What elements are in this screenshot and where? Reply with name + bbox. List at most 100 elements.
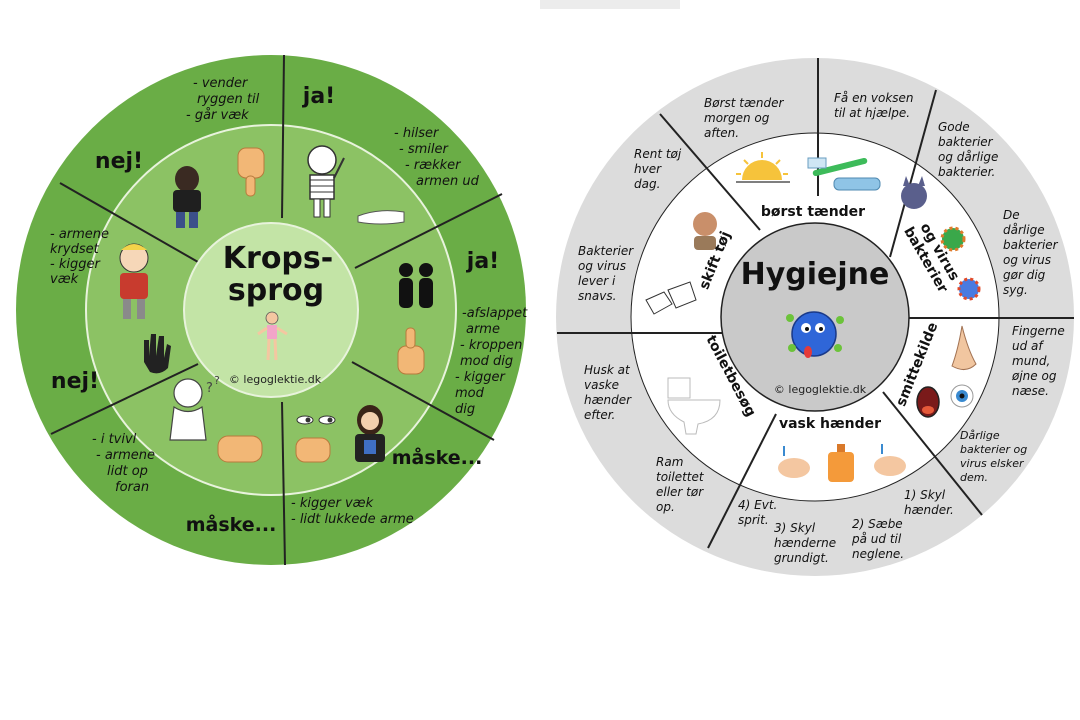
boy-back-figure-icon <box>173 166 201 228</box>
svg-text:- kroppen: - kroppen <box>460 338 522 353</box>
svg-text:Dårlige: Dårlige <box>960 429 1000 442</box>
washing-hands-icon <box>778 446 810 478</box>
open-hand-icon <box>357 210 405 225</box>
svg-text:Husk at: Husk at <box>584 363 631 377</box>
svg-text:hænderne: hænderne <box>774 536 836 550</box>
label-maaske-bottom: måske... <box>186 512 277 536</box>
svg-text:hænder: hænder <box>584 393 632 407</box>
outer-skift-b: Rent tøj hver dag. <box>634 147 682 191</box>
clothes-sock-icon <box>645 281 697 315</box>
svg-text:og virus: og virus <box>1003 253 1051 267</box>
blue-virus-icon <box>957 277 981 301</box>
svg-text:Ram: Ram <box>656 455 683 469</box>
crossed-arms-girl-icon <box>119 243 149 319</box>
svg-text:4) Evt.: 4) Evt. <box>738 498 777 512</box>
hygiejne-credit: © legoglektie.dk <box>774 383 867 396</box>
svg-text:neglene.: neglene. <box>852 547 904 561</box>
label-ja-right: ja! <box>466 249 499 274</box>
segment-borst-taender: børst tænder <box>761 204 865 220</box>
outer-borst-b: Få en voksen til at hjælpe. <box>834 91 914 120</box>
svg-text:morgen og: morgen og <box>704 111 770 125</box>
hygiejne-title: Hygiejne <box>741 257 890 292</box>
eyeball-icon <box>950 384 974 408</box>
svg-text:vaske: vaske <box>584 378 619 392</box>
svg-text:og virus: og virus <box>578 259 626 273</box>
svg-text:hænder.: hænder. <box>904 503 954 517</box>
outer-smitte-a: Fingerne ud af mund, øjne og næse. <box>1011 324 1065 398</box>
outer-bakt-b: De dårlige bakterier og virus gør dig sy… <box>1003 208 1059 297</box>
svg-text:op.: op. <box>656 500 675 514</box>
svg-text:arme: arme <box>466 322 500 337</box>
svg-text:- hilser: - hilser <box>394 126 440 141</box>
svg-text:øjne og: øjne og <box>1011 369 1057 383</box>
girl-figure-icon <box>257 311 288 361</box>
rinsing-hands-icon <box>874 444 906 476</box>
svg-text:armen ud: armen ud <box>416 174 480 189</box>
svg-text:- armene: - armene <box>50 227 109 242</box>
svg-text:Rent tøj: Rent tøj <box>634 147 682 161</box>
svg-text:bakterier og: bakterier og <box>960 443 1027 456</box>
svg-text:dig: dig <box>455 402 475 417</box>
top-edge-strip <box>540 0 680 9</box>
thumbs-up-icon <box>397 327 425 375</box>
svg-text:- kigger væk: - kigger væk <box>291 496 374 511</box>
svg-text:- i tvivl: - i tvivl <box>92 432 137 447</box>
svg-text:De: De <box>1003 208 1020 222</box>
outer-vask-4: 4) Evt. sprit. <box>738 498 777 527</box>
svg-text:dag.: dag. <box>634 177 660 191</box>
svg-text:virus elsker: virus elsker <box>960 457 1025 470</box>
outer-bakt-a: Gode bakterier og dårlige bakterier. <box>938 120 998 179</box>
kropssprog-wheel: Krops- sprog © legoglektie.dk nej! ja! j… <box>16 54 528 566</box>
svg-text:- rækker: - rækker <box>405 158 462 173</box>
outer-toilet-a: Ram toilettet eller tør op. <box>656 455 705 514</box>
svg-text:bakterier.: bakterier. <box>938 165 995 179</box>
svg-text:lever i: lever i <box>578 274 616 288</box>
svg-text:Få en voksen: Få en voksen <box>834 91 914 105</box>
kropssprog-title-line2: sprog <box>228 273 324 308</box>
label-nej-top: nej! <box>95 149 143 174</box>
svg-text:1) Skyl: 1) Skyl <box>904 488 946 502</box>
toothbrush-toothpaste-icon <box>807 157 881 191</box>
desc-top-left: - vender ryggen til - går væk <box>186 76 260 123</box>
soap-dispenser-icon <box>828 444 854 482</box>
svg-text:gør dig: gør dig <box>1003 268 1046 282</box>
outer-borst-a: Børst tænder morgen og aften. <box>704 96 785 140</box>
svg-text:til at hjælpe.: til at hjælpe. <box>834 106 910 120</box>
svg-text:dem.: dem. <box>960 471 988 484</box>
eyes-icon <box>296 415 336 425</box>
left-center-circle <box>183 222 359 398</box>
dirty-boy-icon <box>693 212 717 250</box>
svg-text:på ud til: på ud til <box>851 532 902 546</box>
svg-text:dårlige: dårlige <box>1003 223 1045 237</box>
outer-smitte-b: Dårlige bakterier og virus elsker dem. <box>960 429 1027 484</box>
hygiejne-wheel: Hygiejne © legoglektie.dk børst tænder b… <box>556 58 1074 576</box>
svg-text:bakterier: bakterier <box>1003 238 1059 252</box>
svg-text:2) Sæbe: 2) Sæbe <box>852 517 903 531</box>
svg-text:mod dig: mod dig <box>460 354 513 369</box>
label-ja-top: ja! <box>302 84 335 109</box>
svg-text:syg.: syg. <box>1003 283 1028 297</box>
svg-text:- smiler: - smiler <box>399 142 449 157</box>
svg-text:- kigger: - kigger <box>50 257 101 272</box>
svg-text:næse.: næse. <box>1012 384 1049 398</box>
outer-vask-1: 1) Skyl hænder. <box>904 488 954 517</box>
left-dividers <box>50 54 503 566</box>
svg-text:ud af: ud af <box>1012 339 1044 353</box>
desc-right: -afslappet arme - kroppen mod dig - kigg… <box>455 306 528 417</box>
svg-text:Bakterier: Bakterier <box>578 244 634 258</box>
svg-text:hver: hver <box>634 162 662 176</box>
svg-text:?: ? <box>206 381 213 396</box>
outer-toilet-b: Husk at vaske hænder efter. <box>584 363 632 422</box>
svg-text:sprit.: sprit. <box>738 513 769 527</box>
sunrise-icon <box>736 152 790 183</box>
outer-vask-3: 3) Skyl hænderne grundigt. <box>774 521 836 565</box>
desc-left: - armene krydset - kigger væk <box>50 227 109 287</box>
svg-text:ryggen til: ryggen til <box>197 92 260 107</box>
svg-text:Gode: Gode <box>938 120 970 134</box>
svg-text:mod: mod <box>455 386 485 401</box>
desc-top-right: - hilser - smiler - rækker armen ud <box>394 126 480 189</box>
nose-icon <box>951 325 977 370</box>
svg-text:og dårlige: og dårlige <box>938 150 998 164</box>
waving-boy-icon <box>307 145 345 218</box>
